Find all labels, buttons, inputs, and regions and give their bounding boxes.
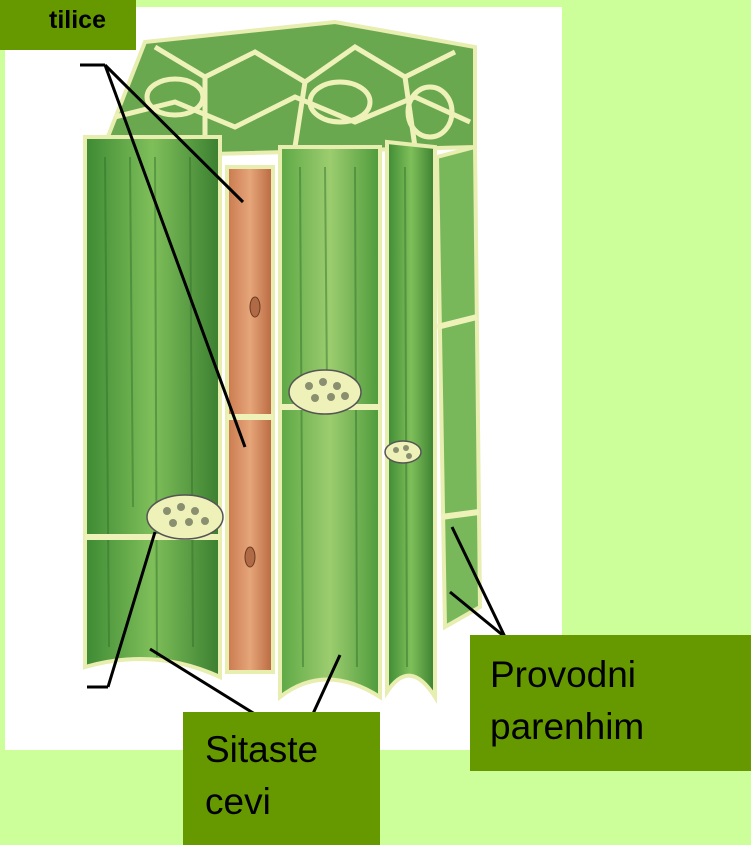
label-sieve-tubes: Sitaste cevi bbox=[183, 712, 380, 845]
sieve-plate bbox=[289, 370, 361, 414]
label-conductive-parenchyma: Provodni parenhim bbox=[470, 635, 751, 771]
right-column bbox=[387, 142, 435, 697]
label-companion-cells: tilice bbox=[0, 0, 136, 50]
label-sieve-tubes-line1: Sitaste bbox=[205, 724, 380, 776]
middle-column bbox=[280, 147, 380, 697]
parenchyma-column bbox=[437, 147, 480, 627]
sieve-plate bbox=[385, 441, 421, 463]
label-sieve-tubes-line2: cevi bbox=[205, 776, 380, 828]
sieve-plate bbox=[147, 495, 223, 539]
label-parenchyma-line2: parenhim bbox=[490, 701, 751, 753]
label-parenchyma-line1: Provodni bbox=[490, 649, 751, 701]
label-companion-cells-text: tilice bbox=[0, 0, 136, 40]
